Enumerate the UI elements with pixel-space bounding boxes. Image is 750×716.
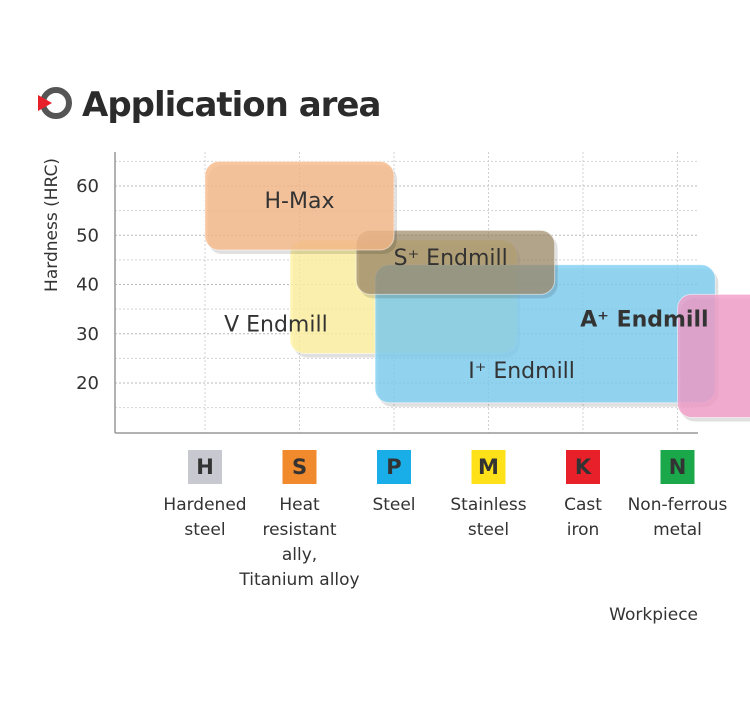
category-name: resistant: [262, 520, 336, 540]
axes: 20 30 40 50 60 Hardness (HRC) Workpiece: [42, 152, 698, 625]
series-label: V Endmill: [224, 312, 328, 337]
category-name: Stainless: [450, 495, 526, 515]
category-letter: K: [575, 455, 592, 479]
category-name: steel: [184, 520, 225, 540]
category-name: iron: [567, 520, 600, 540]
y-tick-label: 50: [76, 225, 99, 246]
series-label: I⁺ Endmill: [468, 359, 575, 384]
category-name: Non-ferrous: [628, 495, 728, 515]
x-axis-label: Workpiece: [609, 605, 698, 625]
title-group: Application area: [38, 85, 381, 125]
category-name: metal: [653, 520, 702, 540]
category-letter: N: [669, 455, 687, 479]
category-name: Hardened: [163, 495, 246, 515]
y-tick-label: 20: [76, 373, 99, 394]
region-area: [677, 293, 750, 418]
category-name: steel: [468, 520, 509, 540]
y-tick-label: 60: [76, 176, 99, 197]
region-area: [355, 229, 556, 295]
category-badge: [377, 450, 411, 484]
category-name: Titanium alloy: [238, 570, 359, 590]
categories: H Hardened steel S Heat resistant ally, Titaniu…: [163, 450, 728, 590]
chart-title: Application area: [82, 85, 380, 125]
category-letter: P: [386, 455, 401, 479]
category-badge: [566, 450, 600, 484]
category-name: Cast: [564, 495, 602, 515]
series-label: A⁺ Endmill: [580, 307, 708, 332]
category-name: Steel: [372, 495, 415, 515]
category-badge: [282, 450, 317, 484]
target-icon: [38, 87, 72, 119]
category-badge: [660, 450, 695, 484]
series-label: H-Max: [265, 189, 335, 214]
region-labels: V Endmill I⁺ Endmill S⁺ Endmill H-Max A⁺ End…: [224, 189, 709, 384]
y-tick-label: 30: [76, 324, 99, 345]
region-area: [204, 160, 395, 251]
series-label: S⁺ Endmill: [394, 246, 508, 271]
y-tick-label: 40: [76, 275, 99, 296]
y-axis-label: Hardness (HRC): [42, 158, 62, 292]
category-badge: [471, 450, 506, 484]
category-letter: S: [292, 455, 307, 479]
category-name: Heat: [279, 495, 320, 515]
category-badge: [188, 450, 222, 484]
category-letter: M: [478, 455, 499, 479]
category-name: ally,: [282, 545, 317, 565]
regions: [204, 160, 750, 422]
category-letter: H: [196, 455, 214, 479]
